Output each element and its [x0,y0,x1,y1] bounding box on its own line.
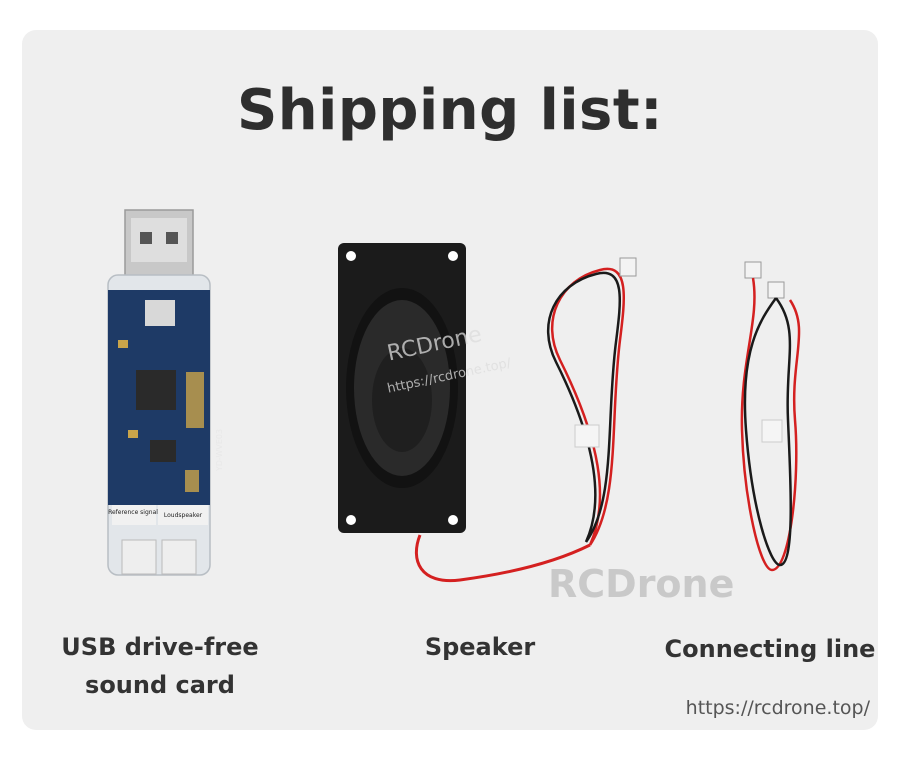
board-label-loudspeaker: Loudspeaker [164,512,203,519]
board-label-model: YD-WVE03 [215,429,224,472]
connecting-line-image [740,261,801,572]
item-label-line: sound card [85,671,235,699]
speaker-image [338,243,637,583]
page-title: Shipping list: [236,78,664,143]
item-label-speaker: Speaker [424,633,536,661]
item-label-connecting-line: Connecting line [664,635,876,663]
item-label-line: USB drive-free [61,633,259,661]
footer-url: https://rcdrone.top/ [685,697,870,719]
watermark-brand: RCDrone [548,562,735,606]
board-label-reference: Reference signal [108,509,158,516]
item-label-usb-sound-card: USB drive-free sound card [40,628,280,704]
usb-sound-card-image: Reference signal Loudspeaker YD-WVE03 [107,209,224,576]
